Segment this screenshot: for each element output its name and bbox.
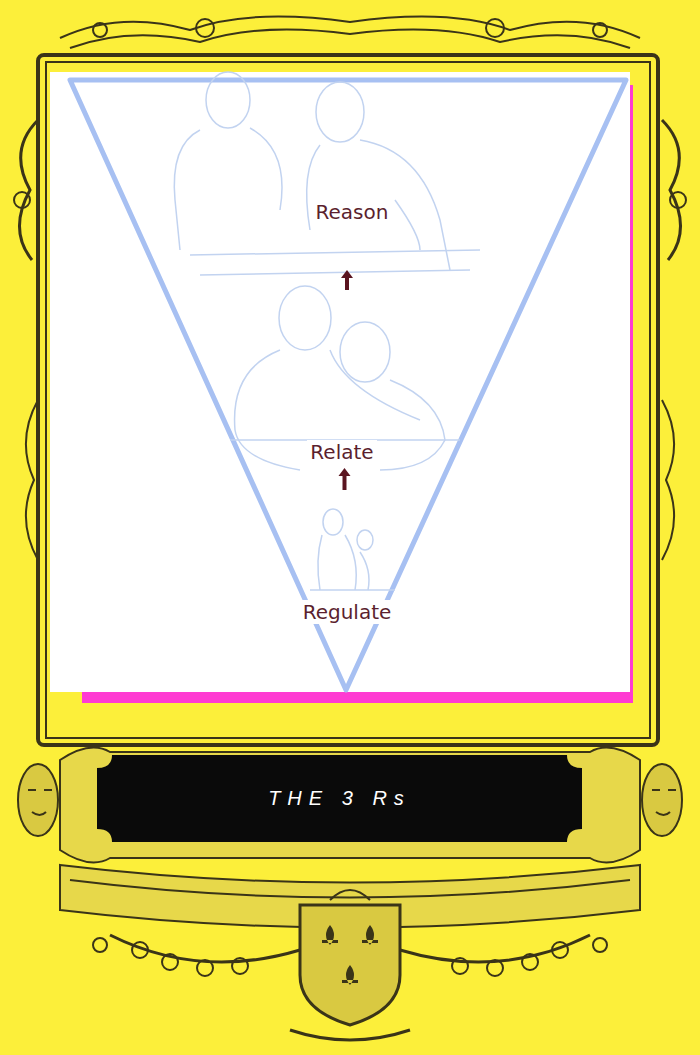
level-band: Regulate: [267, 490, 427, 628]
pink-edge: [82, 692, 632, 703]
up-arrow: [341, 270, 353, 290]
white-panel: [50, 72, 630, 692]
triangle-outline: [70, 80, 626, 690]
level-label: Relate: [307, 440, 376, 464]
level-band: Relate: [262, 290, 422, 468]
figure-sketches: [174, 72, 480, 590]
level-label: Regulate: [300, 600, 395, 624]
title-banner: [97, 755, 582, 842]
up-arrow: [339, 468, 351, 490]
level-band: Reason: [272, 196, 432, 270]
level-label: Reason: [313, 200, 392, 224]
title-holder: THE 3 Rs: [97, 755, 582, 842]
title-text: THE 3 Rs: [268, 787, 411, 810]
